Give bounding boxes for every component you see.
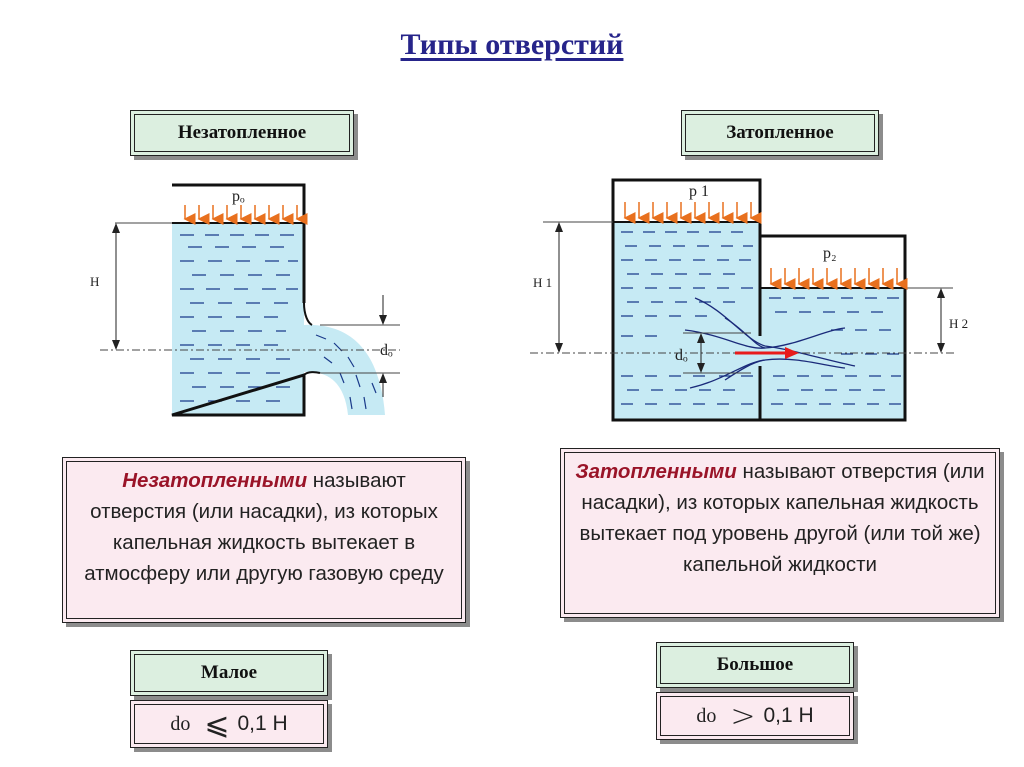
page-title: Типы отверстий [400, 28, 624, 61]
formula-operator: > [730, 698, 756, 734]
large-formula: dо > 0,1 Н [657, 693, 853, 739]
formula-d: dо [170, 712, 191, 735]
tank-wall [611, 178, 907, 422]
depth-2-label: H 2 [949, 316, 968, 331]
depth-label: H [90, 274, 99, 289]
large-formula-box: dо > 0,1 Н [656, 692, 854, 740]
large-label: Большое [716, 654, 794, 675]
pressure-1-label: p 1 [689, 183, 709, 200]
formula-rhs: 0,1 Н [237, 712, 288, 735]
right-description-box: Затопленными называют отверстия (или нас… [560, 448, 1000, 618]
water-left-chamber [613, 222, 760, 420]
small-label-box: Малое [130, 650, 328, 696]
water-texture [621, 231, 901, 405]
depth-1-label: H 1 [533, 275, 552, 290]
tank-wall [171, 183, 306, 417]
water-jet [304, 324, 385, 415]
water-texture [180, 234, 377, 410]
formula-rhs: 0,1 Н [763, 704, 814, 727]
small-label: Малое [200, 662, 258, 683]
large-label-box: Большое [656, 642, 854, 688]
right-heading: Затопленное [726, 122, 834, 143]
streamlines [684, 297, 856, 389]
right-heading-box: Затопленное [681, 110, 879, 156]
left-description-box: Незатопленными называют отверстия (или н… [62, 457, 466, 623]
right-description: Затопленными называют отверстия (или нас… [571, 456, 989, 580]
left-term: Незатопленными [122, 469, 308, 492]
diameter-label: dₒ [675, 347, 688, 364]
right-description-text: называют отверстия (или насадки), из кот… [579, 460, 985, 576]
diameter-label: dₒ [380, 342, 393, 359]
left-heading: Незатопленное [177, 122, 307, 143]
pressure-label: pₒ [232, 188, 245, 205]
formula-operator: ⩽ [204, 706, 230, 742]
pressure-arrows-1 [623, 202, 762, 224]
left-description: Незатопленными называют отверстия (или н… [73, 465, 455, 589]
left-heading-box: Незатопленное [130, 110, 354, 156]
left-description-text: называют отверстия (или насадки), из кот… [84, 469, 444, 585]
right-term: Затопленными [575, 460, 737, 483]
unsubmerged-orifice-diagram: pₒ H dₒ [90, 183, 400, 417]
submerged-orifice-diagram: p 1 p₂ H 1 H 2 dₒ [530, 178, 968, 422]
water-body [172, 223, 304, 415]
small-formula-box: dо ⩽ 0,1 Н [130, 700, 328, 748]
pressure-arrows-2 [769, 268, 908, 290]
formula-d: dо [696, 704, 717, 727]
pressure-arrows [183, 205, 308, 225]
small-formula: dо ⩽ 0,1 Н [131, 701, 327, 747]
pressure-2-label: p₂ [823, 245, 837, 262]
